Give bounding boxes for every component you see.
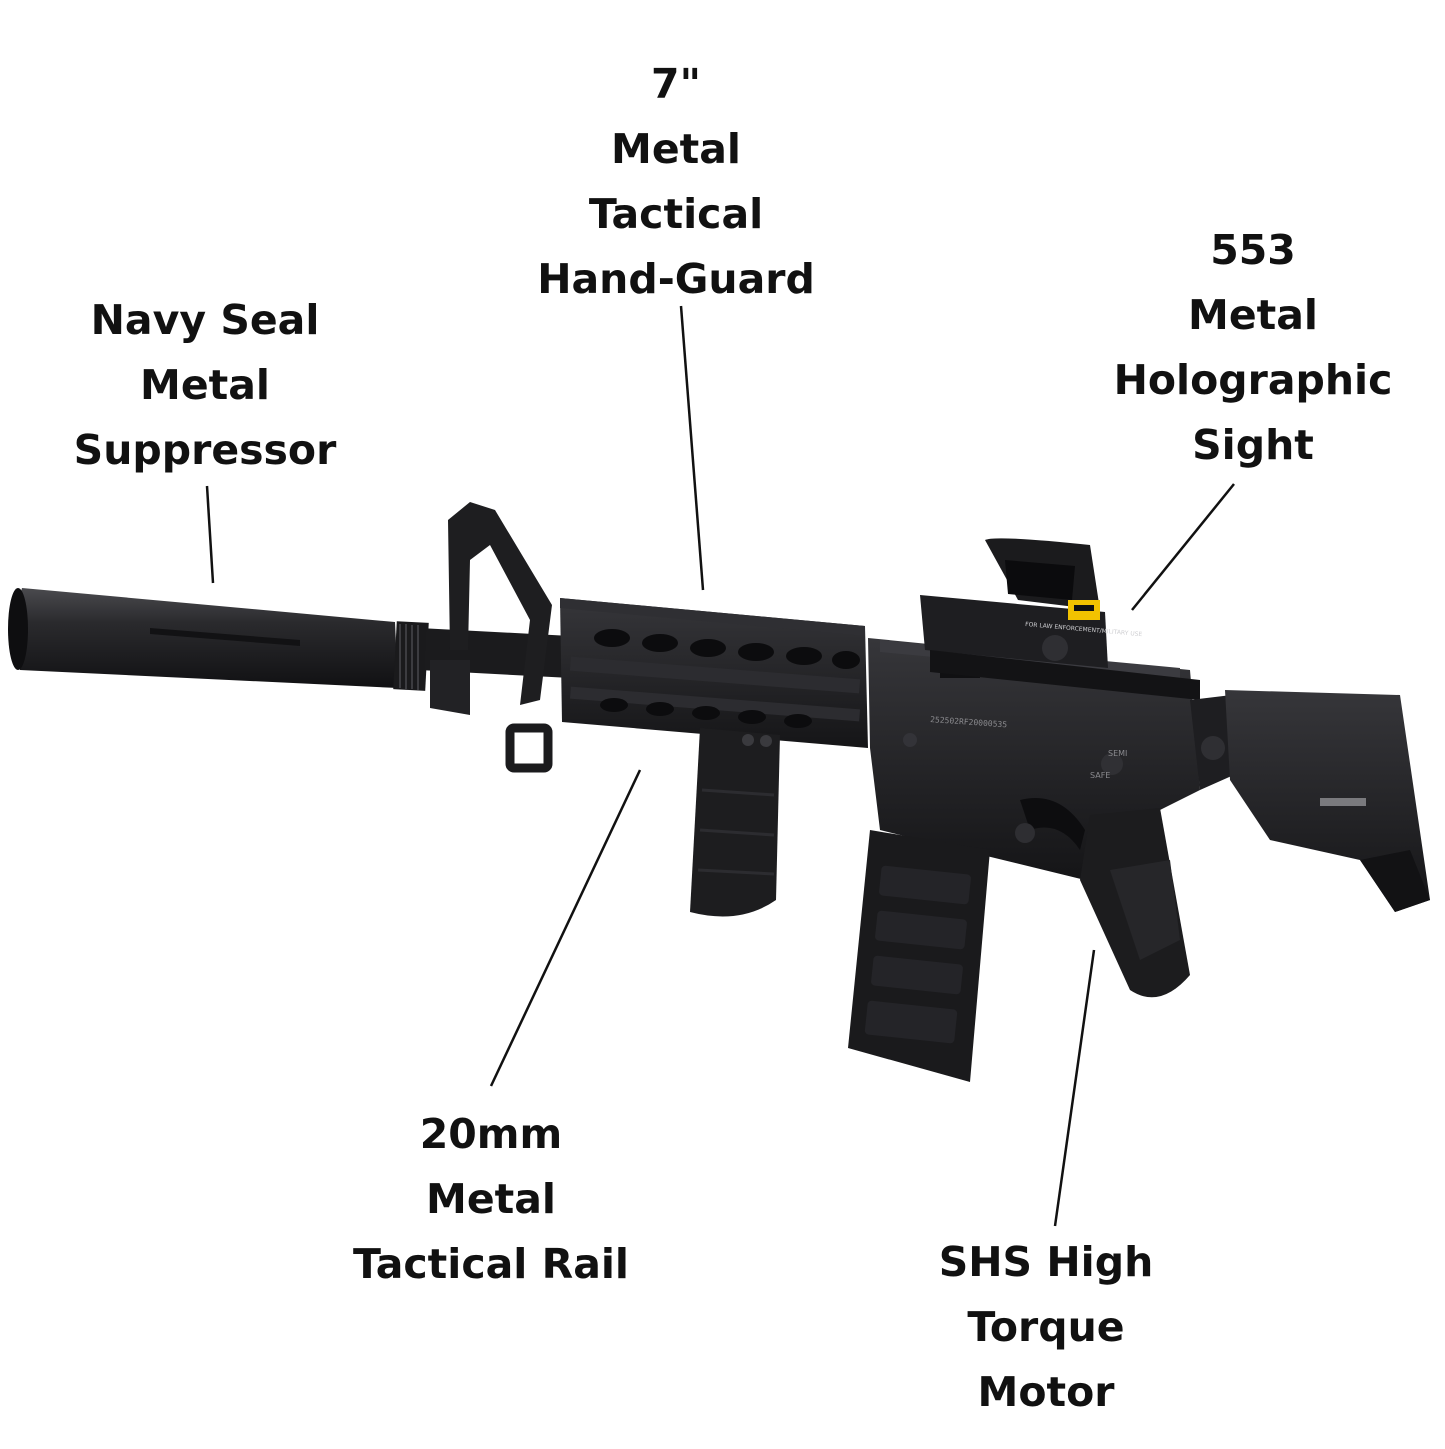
- callout-handguard-line-4: Hand-Guard: [537, 255, 815, 303]
- selector-semi-marking: SEMI: [1108, 749, 1127, 758]
- handguard: [560, 598, 868, 748]
- callout-rail-line-3: Tactical Rail: [353, 1240, 629, 1288]
- callout-motor: SHS High Torque Motor: [939, 1230, 1154, 1425]
- leader-suppressor: [205, 485, 215, 584]
- callout-rail: 20mm Metal Tactical Rail: [353, 1102, 629, 1297]
- magazine: [848, 830, 990, 1082]
- callout-handguard: 7" Metal Tactical Hand-Guard: [537, 52, 815, 312]
- vertical-grip: [690, 728, 780, 917]
- callout-suppressor-line-1: Navy Seal: [90, 296, 320, 344]
- selector-safe-marking: SAFE: [1090, 771, 1110, 780]
- callout-sight-line-4: Sight: [1192, 421, 1314, 469]
- suppressor: [8, 588, 429, 691]
- leader-rail: [489, 769, 642, 1087]
- callout-motor-line-2: Torque: [967, 1303, 1125, 1351]
- callout-rail-line-2: Metal: [426, 1175, 556, 1223]
- callout-sight: 553 Metal Holographic Sight: [1114, 218, 1393, 478]
- callout-suppressor-line-3: Suppressor: [73, 426, 337, 474]
- stock: [1190, 690, 1430, 912]
- callout-motor-line-3: Motor: [977, 1368, 1115, 1416]
- callout-handguard-line-1: 7": [651, 60, 701, 108]
- callout-sight-line-3: Holographic: [1113, 356, 1393, 404]
- callout-sight-line-2: Metal: [1188, 291, 1318, 339]
- callout-handguard-line-2: Metal: [611, 125, 741, 173]
- callout-lines: [205, 305, 1235, 1227]
- leader-sight: [1131, 483, 1235, 611]
- pistol-grip: [1080, 808, 1190, 998]
- leader-handguard: [679, 305, 705, 591]
- callout-motor-line-1: SHS High: [938, 1238, 1154, 1286]
- holographic-sight: FOR LAW ENFORCEMENT/MILITARY USE: [920, 538, 1200, 700]
- leader-motor: [1053, 949, 1096, 1227]
- front-sight: [423, 502, 567, 773]
- callout-handguard-line-3: Tactical: [588, 190, 764, 238]
- callout-sight-line-1: 553: [1210, 226, 1296, 274]
- callout-suppressor: Navy Seal Metal Suppressor: [74, 288, 337, 483]
- callout-rail-line-1: 20mm: [419, 1110, 563, 1158]
- callout-suppressor-line-2: Metal: [140, 361, 270, 409]
